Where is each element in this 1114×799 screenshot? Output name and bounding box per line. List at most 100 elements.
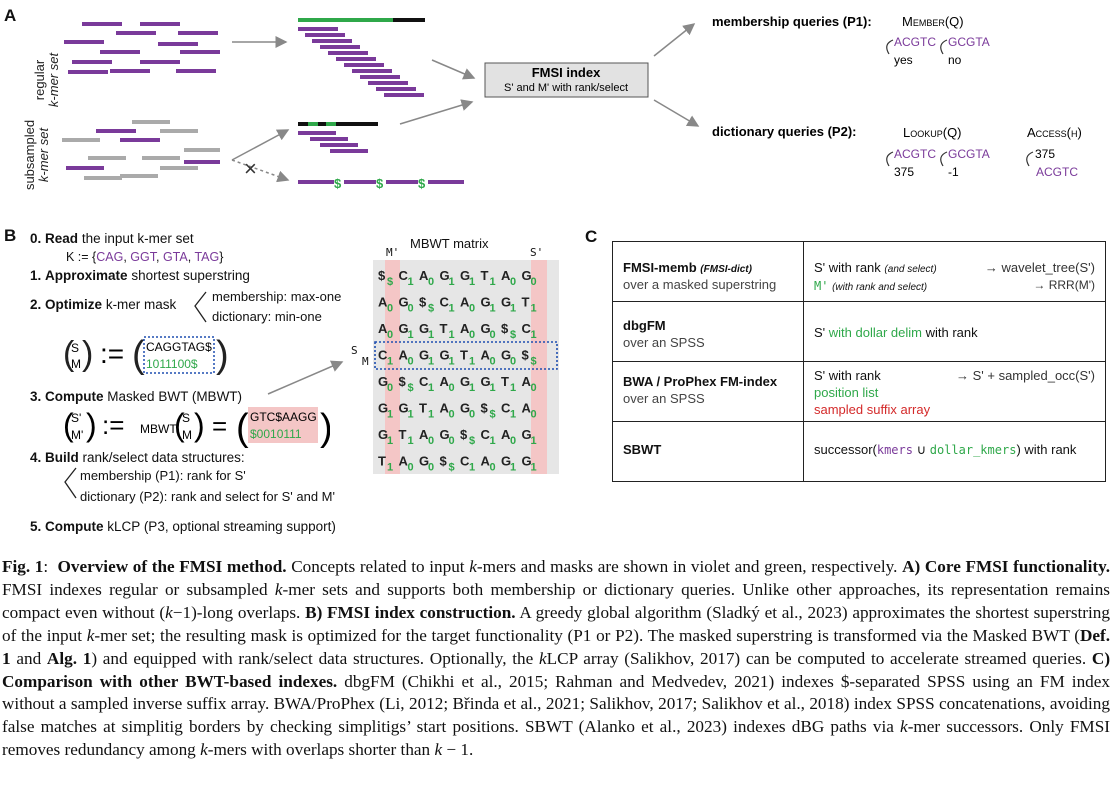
matrix-col-m: M' xyxy=(386,246,400,259)
panel-a-figure: regular k-mer set subsampled k-mer set xyxy=(22,14,1082,191)
matrix-char: G xyxy=(399,321,409,336)
method-name-alt: (FMSI-dict) xyxy=(700,264,752,275)
matrix-char: G xyxy=(481,295,491,310)
matrix-char: C xyxy=(378,348,388,363)
matrix-char: $ xyxy=(522,348,530,363)
svg-text:M: M xyxy=(182,428,192,442)
matrix-char: C xyxy=(522,321,532,336)
method-name: BWA / ProPhex FM-index xyxy=(623,374,778,389)
matrix-char: G xyxy=(481,321,491,336)
matrix-mask-bit: 0 xyxy=(510,356,516,368)
matrix-char: T xyxy=(440,321,448,336)
matrix-char: G xyxy=(501,348,511,363)
matrix-mask-bit: $ xyxy=(428,303,434,315)
matrix-char: T xyxy=(378,454,386,469)
matrix-char: A xyxy=(399,454,409,469)
matrix-mask-bit: 1 xyxy=(510,409,516,421)
table-row: BWA / ProPhex FM-index over an SPSS S' w… xyxy=(612,361,1106,422)
svg-text:): ) xyxy=(320,407,330,449)
matrix-char: C xyxy=(399,268,409,283)
matrix-char: $ xyxy=(501,321,509,336)
regular-kmer-set xyxy=(64,22,220,74)
kmer-set-definition: K := {CAG, GGT, GTA, TAG} xyxy=(66,250,224,264)
matrix-char: G xyxy=(440,268,450,283)
matrix-char: G xyxy=(378,401,388,416)
matrix-mask-bit: 0 xyxy=(449,382,455,394)
matrix-mask-bit: 1 xyxy=(510,382,516,394)
matrix-mask-bit: $ xyxy=(387,276,393,288)
matrix-mask-bit: 0 xyxy=(510,435,516,447)
matrix-col-s: S' xyxy=(530,246,544,259)
matrix-side-s: S xyxy=(351,344,358,357)
step-4: 4. Build rank/select data structures: xyxy=(30,450,245,465)
matrix-mask-bit: 0 xyxy=(428,276,434,288)
membership-title: membership queries (P1): xyxy=(712,14,872,29)
matrix-mask-bit: 0 xyxy=(469,303,475,315)
matrix-mask-bit: 0 xyxy=(531,276,537,288)
access-function: Access(h) xyxy=(1027,125,1082,140)
matrix-char: A xyxy=(481,348,491,363)
member-query-1: ACGTC xyxy=(894,35,936,49)
matrix-char: A xyxy=(481,454,491,469)
matrix-mask-bit: 1 xyxy=(531,435,537,447)
matrix-mask-bit: 1 xyxy=(449,356,455,368)
matrix-char: A xyxy=(460,295,470,310)
matrix-mask-bit: 0 xyxy=(387,329,393,341)
matrix-mask-bit: 0 xyxy=(469,409,475,421)
svg-text:(: ( xyxy=(132,334,145,376)
matrix-char: G xyxy=(501,295,511,310)
superstring: CAGGTAG$ xyxy=(146,340,212,354)
matrix-char: G xyxy=(440,427,450,442)
matrix-mask-bit: 1 xyxy=(408,276,414,288)
matrix-char: T xyxy=(460,348,468,363)
dollar-separator-2: $ xyxy=(376,176,384,191)
mask-impl: → RRR(M') xyxy=(1033,278,1095,292)
svg-text:MBWT: MBWT xyxy=(140,422,177,436)
matrix-char: G xyxy=(522,454,532,469)
svg-text:=: = xyxy=(212,411,227,441)
step-0: 0. Read the input k-mer set xyxy=(30,231,194,246)
step-5: 5. Compute kLCP (P3, optional streaming … xyxy=(30,519,336,534)
matrix-mask-bit: 1 xyxy=(490,276,496,288)
matrix-char: G xyxy=(440,348,450,363)
lookup-query-1: ACGTC xyxy=(894,147,936,161)
matrix-mask-bit: $ xyxy=(449,462,455,474)
matrix-char: T xyxy=(501,374,509,389)
matrix-mask-bit: 1 xyxy=(408,329,414,341)
matrix-mask-bit: 1 xyxy=(387,435,393,447)
svg-text::=: := xyxy=(102,410,124,440)
matrix-char: C xyxy=(481,427,491,442)
matrix-char: G xyxy=(522,427,532,442)
matrix-mask-bit: $ xyxy=(531,356,537,368)
matrix-char: $ xyxy=(481,401,489,416)
masked-superstring-equation: ( S M ) := ( CAGGTAG$ 1011100$ ) xyxy=(63,334,229,376)
matrix-char: C xyxy=(419,374,429,389)
matrix-char: $ xyxy=(460,427,468,442)
matrix-char: A xyxy=(522,401,532,416)
matrix-char: A xyxy=(419,268,429,283)
member-answer-2: no xyxy=(948,53,962,67)
matrix-mask-bit: 0 xyxy=(408,356,414,368)
matrix-char: A xyxy=(378,295,388,310)
figure-caption: Fig. 1: Overview of the FMSI method. Con… xyxy=(2,557,1111,760)
svg-text:S': S' xyxy=(71,411,81,425)
matrix-mask-bit: 0 xyxy=(408,303,414,315)
lookup-function: Lookup(Q) xyxy=(903,125,962,140)
svg-text:(: ( xyxy=(174,407,185,443)
matrix-mask-bit: 0 xyxy=(428,462,434,474)
matrix-mask-bit: $ xyxy=(408,382,414,394)
bwt-string: GTC$AAGG xyxy=(250,410,317,424)
method-name: SBWT xyxy=(623,442,662,457)
matrix-mask-bit: 0 xyxy=(531,409,537,421)
subsampled-kmer-label: k-mer set xyxy=(36,127,51,183)
matrix-mask-bit: 1 xyxy=(490,303,496,315)
matrix-mask-bit: 1 xyxy=(469,462,475,474)
matrix-char: $ xyxy=(440,454,448,469)
svg-text:): ) xyxy=(86,407,97,443)
step4-brace xyxy=(64,467,77,499)
method-desc: over a masked superstring xyxy=(623,277,777,292)
matrix-char: A xyxy=(440,401,450,416)
step-3: 3. Compute Masked BWT (MBWT) xyxy=(30,389,243,404)
matrix-mask-bit: 1 xyxy=(490,382,496,394)
